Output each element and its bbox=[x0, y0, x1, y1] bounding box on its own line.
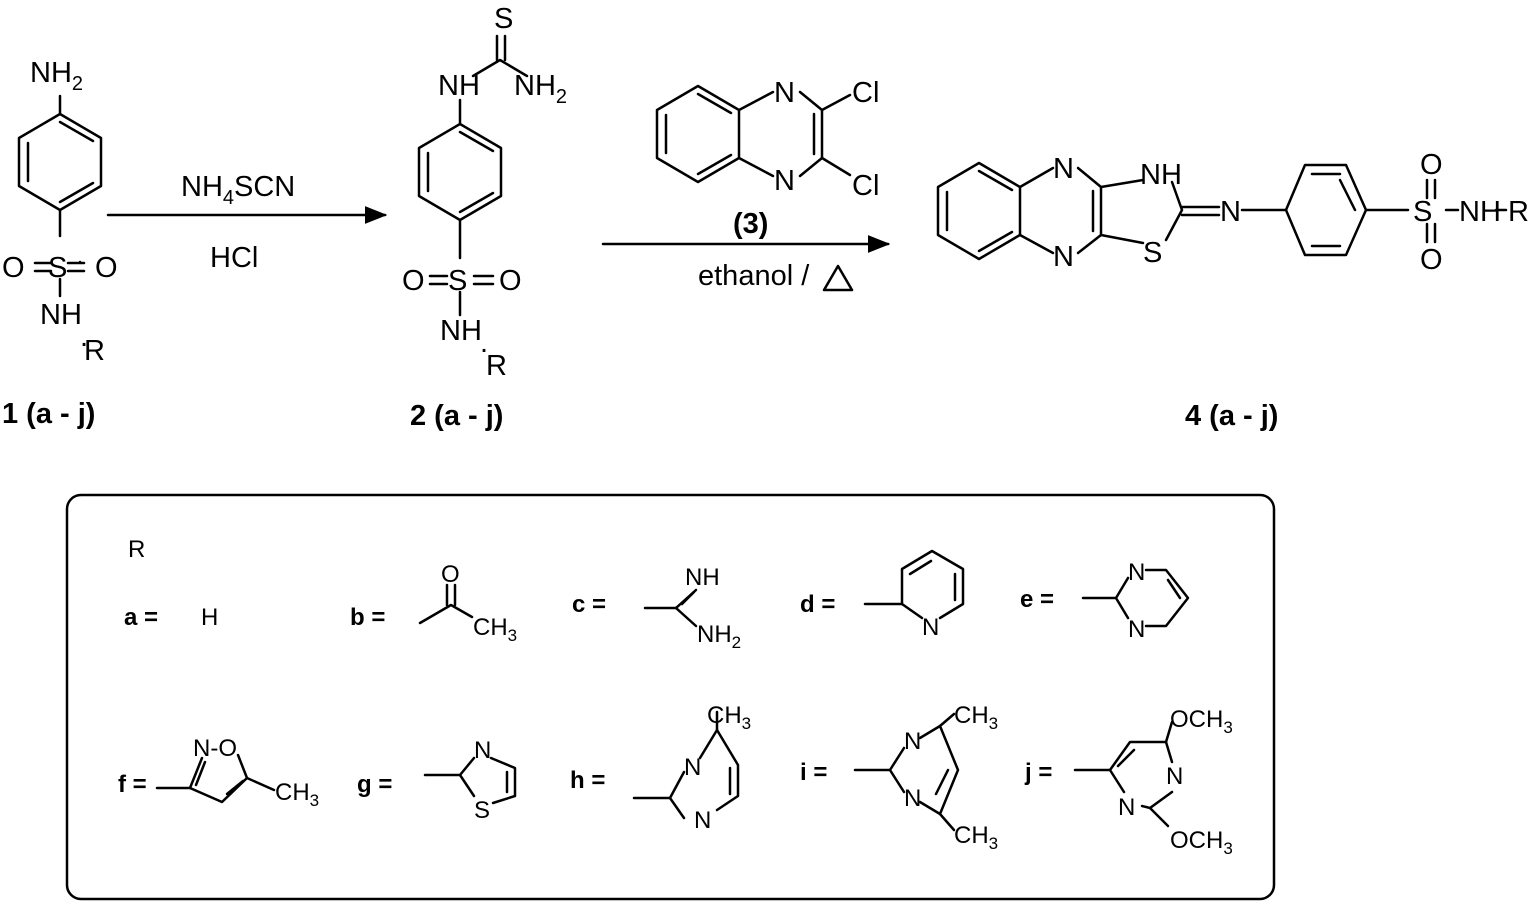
c2-dot: . bbox=[480, 327, 488, 359]
c2-thio-s: S bbox=[494, 3, 513, 35]
c1-nh2-label: NH2 bbox=[30, 57, 83, 95]
c2-r: R bbox=[486, 350, 507, 382]
legend-d-n: N bbox=[922, 614, 939, 641]
c3-cl-top: Cl bbox=[852, 77, 879, 109]
c4-n-bottom: N bbox=[1053, 241, 1074, 273]
legend-g-n: N bbox=[474, 737, 491, 764]
c2-bonds bbox=[417, 34, 529, 317]
c1-dot: . bbox=[80, 321, 88, 353]
compound-4: N N NH S N O S O NH R 4 (a - j) bbox=[936, 149, 1529, 432]
legend-key-f: f = bbox=[118, 771, 147, 798]
reagent-ethanol: ethanol / bbox=[698, 260, 810, 292]
c1-label: 1 (a - j) bbox=[2, 398, 95, 430]
legend-i-dimethylpyrimidinyl bbox=[853, 712, 960, 832]
legend-b-ch3: CH3 bbox=[473, 614, 517, 645]
legend-i-ch3-bottom: CH3 bbox=[954, 822, 998, 853]
c4-nh: NH bbox=[1459, 196, 1501, 228]
legend-key-g: g = bbox=[357, 771, 392, 798]
c1-r: R bbox=[84, 335, 105, 367]
c4-nh: NH bbox=[1140, 159, 1182, 191]
heat-icon bbox=[822, 264, 854, 292]
c4-s-ring: S bbox=[1143, 237, 1162, 269]
legend-frame bbox=[65, 493, 1276, 901]
c2-oxygen-left: O bbox=[402, 265, 425, 297]
legend-h-methylpyrimidinyl bbox=[632, 710, 740, 820]
legend-g-thiazolyl bbox=[423, 756, 517, 805]
legend-f-ring: N-O bbox=[193, 735, 237, 762]
legend-c-nh: NH bbox=[685, 564, 720, 591]
c4-sulfur: S bbox=[1413, 196, 1432, 228]
c2-nh2: NH2 bbox=[514, 70, 567, 108]
reagent-3-label: (3) bbox=[733, 208, 768, 240]
legend-j-och3-top: OCH3 bbox=[1170, 706, 1233, 737]
legend-b-o: O bbox=[441, 561, 460, 588]
legend-j-och3-bottom: OCH3 bbox=[1170, 827, 1233, 858]
legend-i-n-top: N bbox=[904, 728, 921, 755]
legend-h-n-top: N bbox=[684, 754, 701, 781]
c1-oxygen-right: O bbox=[95, 252, 118, 284]
c4-label: 4 (a - j) bbox=[1185, 400, 1278, 432]
c2-oxygen-right: O bbox=[499, 265, 522, 297]
legend-e-pyrimidinyl bbox=[1081, 568, 1190, 628]
step1: NH4SCN HCl bbox=[106, 171, 388, 274]
legend-title: R bbox=[128, 536, 145, 563]
legend-key-e: e = bbox=[1020, 586, 1054, 613]
legend-key-i: i = bbox=[800, 759, 827, 786]
legend-c-nh2: NH2 bbox=[697, 621, 741, 652]
compound-1: NH2 S O O NH . R 1 (a - j) bbox=[2, 57, 118, 430]
legend-g-s: S bbox=[474, 797, 490, 824]
legend-key-a: a = bbox=[124, 604, 158, 631]
legend-e-n-bottom: N bbox=[1128, 616, 1145, 643]
c4-n-top: N bbox=[1053, 153, 1074, 185]
legend-d-pyridyl bbox=[863, 549, 965, 620]
c4-o-top: O bbox=[1420, 149, 1443, 181]
c3-n-top: N bbox=[774, 77, 795, 109]
legend-e-n-top: N bbox=[1128, 559, 1145, 586]
reagent-nh4scn: NH4SCN bbox=[181, 171, 295, 209]
legend-key-j: j = bbox=[1024, 759, 1052, 786]
c3-cl-bottom: Cl bbox=[852, 170, 879, 202]
compound-2: S NH NH2 S O O NH . R 2 (a - j) bbox=[402, 3, 567, 432]
legend-key-d: d = bbox=[800, 591, 835, 618]
legend-i-n-bottom: N bbox=[904, 785, 921, 812]
legend-key-b: b = bbox=[350, 604, 385, 631]
legend-i-ch3-top: CH3 bbox=[954, 702, 998, 733]
legend-key-h: h = bbox=[570, 767, 605, 794]
reagent-3: N N Cl Cl (3) ethanol / bbox=[601, 77, 891, 292]
legend-j-n-bottom: N bbox=[1118, 794, 1135, 821]
c3-n-bottom: N bbox=[774, 165, 795, 197]
legend-f-ch3: CH3 bbox=[275, 779, 319, 810]
legend-b-acetyl bbox=[418, 583, 474, 625]
legend-h-ch3: CH3 bbox=[707, 702, 751, 733]
legend-f-isoxazolyl bbox=[155, 753, 276, 804]
c2-sulfur: S bbox=[448, 265, 467, 297]
c1-oxygen-left: O bbox=[2, 252, 25, 284]
c1-sulfur: S bbox=[48, 252, 67, 284]
legend-j-n-right: N bbox=[1166, 763, 1183, 790]
c4-bonds bbox=[936, 161, 1508, 261]
reagent-hcl: HCl bbox=[210, 242, 258, 274]
legend-c-amidine bbox=[643, 588, 698, 628]
c4-imine-n: N bbox=[1220, 196, 1241, 228]
c2-label: 2 (a - j) bbox=[410, 400, 503, 432]
c2-nh-lower: NH bbox=[440, 315, 482, 347]
c1-benzene-ring bbox=[17, 94, 103, 298]
c4-r: R bbox=[1508, 196, 1529, 228]
legend-h-n-bottom: N bbox=[694, 807, 711, 834]
legend-key-c: c = bbox=[572, 591, 606, 618]
substituent-legend: R a = H b = O CH3 c = NH NH2 d = N e = bbox=[65, 493, 1276, 901]
legend-a-value: H bbox=[201, 604, 218, 631]
c1-nh: NH bbox=[40, 299, 82, 331]
legend-j-dimethoxypyrimidinyl bbox=[1073, 720, 1174, 828]
c3-bonds bbox=[655, 84, 852, 184]
c4-o-bottom: O bbox=[1420, 244, 1443, 276]
